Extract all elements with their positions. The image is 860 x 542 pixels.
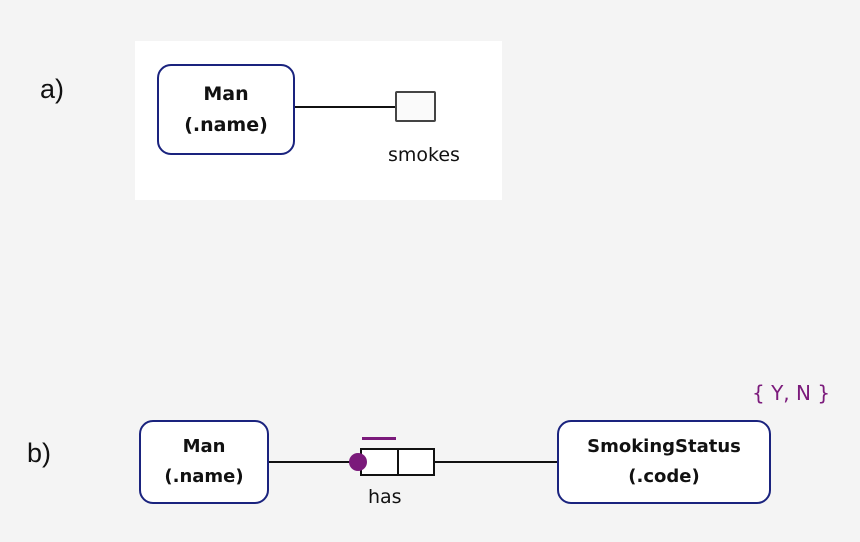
panel-a-fact-reading: smokes <box>388 144 460 166</box>
panel-b-entity-man-refmode: (.name) <box>164 466 244 487</box>
panel-b-entity-man: Man (.name) <box>139 420 269 504</box>
panel-b-label: b) <box>27 438 52 468</box>
panel-b-entity-status-refmode: (.code) <box>628 466 700 487</box>
panel-b-role-divider <box>397 448 399 476</box>
panel-b-entity-man-name: Man <box>182 436 226 457</box>
panel-a-label: a) <box>40 74 65 104</box>
panel-b-connector-right <box>435 461 557 463</box>
panel-a-entity-name: Man <box>203 82 249 105</box>
panel-b-fact-reading: has <box>368 486 402 508</box>
panel-b-entity-smoking-status: SmokingStatus (.code) <box>557 420 771 504</box>
panel-b-mandatory-role-dot <box>349 453 367 471</box>
panel-b-uniqueness-constraint <box>362 437 396 440</box>
panel-a-unary-role-box <box>395 91 436 122</box>
panel-a-connector-line <box>295 106 395 108</box>
panel-a-entity-man: Man (.name) <box>157 64 295 155</box>
panel-b-connector-left <box>269 461 361 463</box>
panel-b-value-constraint: { Y, N } <box>752 381 831 405</box>
panel-b-entity-status-name: SmokingStatus <box>587 436 741 457</box>
panel-a-entity-refmode: (.name) <box>184 113 268 136</box>
